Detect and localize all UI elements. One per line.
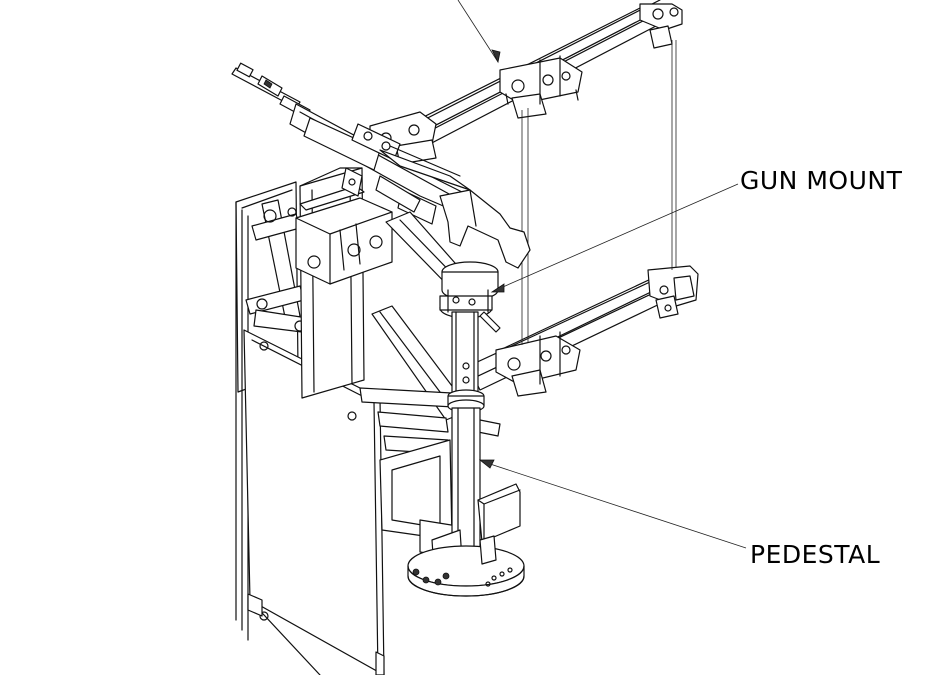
arrowhead-pedestal — [478, 459, 495, 469]
base-bolts — [412, 567, 513, 587]
gun-mount-label: GUN MOUNT — [740, 166, 903, 195]
leader-line-top — [457, 0, 499, 63]
gun-mount — [385, 211, 501, 333]
pedestal-label: PEDESTAL — [750, 540, 881, 569]
arrowhead-top — [491, 49, 501, 64]
machine-gun — [231, 62, 531, 269]
leader-lines — [457, 0, 747, 549]
arrowhead-gun-mount — [490, 283, 505, 293]
leader-line-pedestal — [483, 461, 747, 549]
pedestal — [407, 311, 525, 597]
upper-rail-assembly — [357, 0, 683, 171]
vertical-guides — [521, 40, 677, 345]
ammo-box — [295, 185, 393, 285]
leader-line-gun-mount — [495, 183, 739, 291]
